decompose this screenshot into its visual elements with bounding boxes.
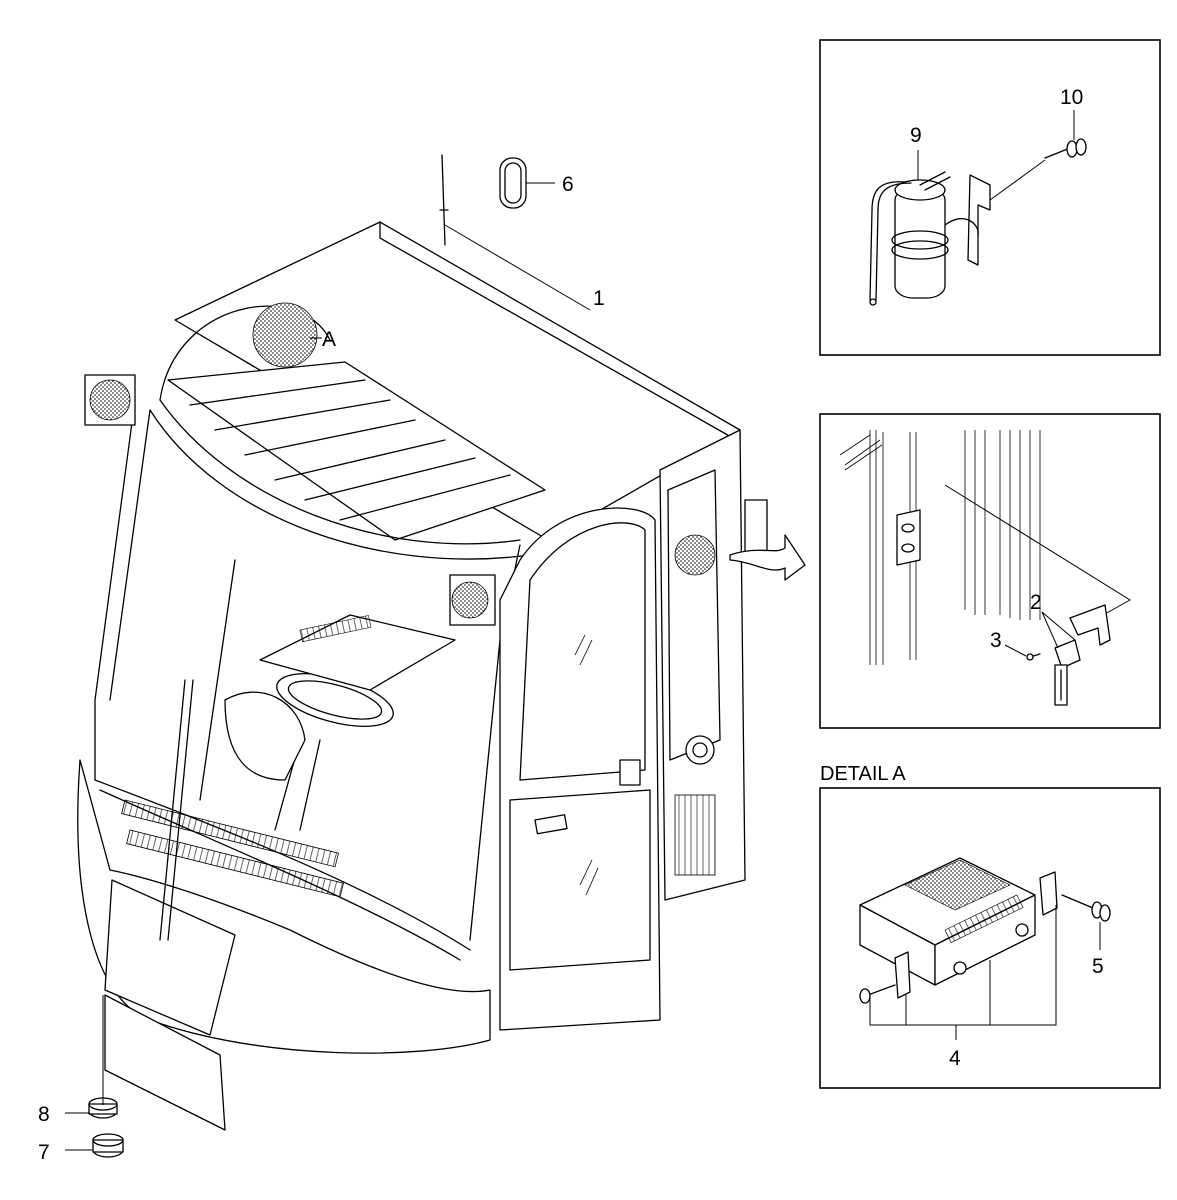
door-hinge [896,509,921,566]
front-work-light-right [449,574,496,626]
part-2-holder [1054,639,1081,706]
part-5-screw [1061,894,1111,922]
part-10-bolt [1044,138,1087,159]
dryer-location-marker [674,534,716,576]
dash-vent [121,799,344,898]
callout-7: 7 [38,1141,50,1164]
callout-4: 4 [949,1047,961,1070]
callout-a: A [322,328,336,351]
callout-5: 5 [1092,955,1104,978]
callout-1: 1 [593,287,605,310]
detail-box-mounting: 2 3 [819,413,1161,729]
callout-6: 6 [562,173,574,196]
callout-8: 8 [38,1103,50,1126]
part-6-seal [499,157,527,209]
front-wiper [159,679,186,941]
panel-lines [839,430,1041,665]
overhead-guard [167,361,546,541]
part-3-screw [1026,653,1041,661]
detail-box-detail-a: 4 5 [819,787,1161,1089]
callout-10: 10 [1060,86,1083,109]
front-work-light-left [84,374,136,426]
part-9-receiver-dryer [869,171,951,306]
callout-2: 2 [1030,591,1042,614]
seat [224,691,306,781]
cab-assembly [77,154,806,1131]
mud-flap [104,994,226,1131]
detail-a-marker [252,302,318,368]
cab-rear-panel [659,429,746,901]
callout-3: 3 [990,629,1002,652]
radio-bracket-left [894,951,911,999]
detail-a-title: DETAIL A [820,763,906,785]
part-7-cap [92,1133,124,1158]
front-plate [104,879,236,1036]
antenna [441,154,446,246]
dryer-bracket [967,174,991,266]
radio-bolt [859,984,896,1004]
detail-box-receiver-dryer: 9 10 [819,39,1161,356]
cab-door [499,507,661,1031]
detail-arrow [729,534,806,581]
radio-bracket-right [1039,871,1058,916]
callout-9: 9 [910,124,922,147]
mounting-bracket [1069,604,1111,646]
radio-unit [859,857,1036,986]
